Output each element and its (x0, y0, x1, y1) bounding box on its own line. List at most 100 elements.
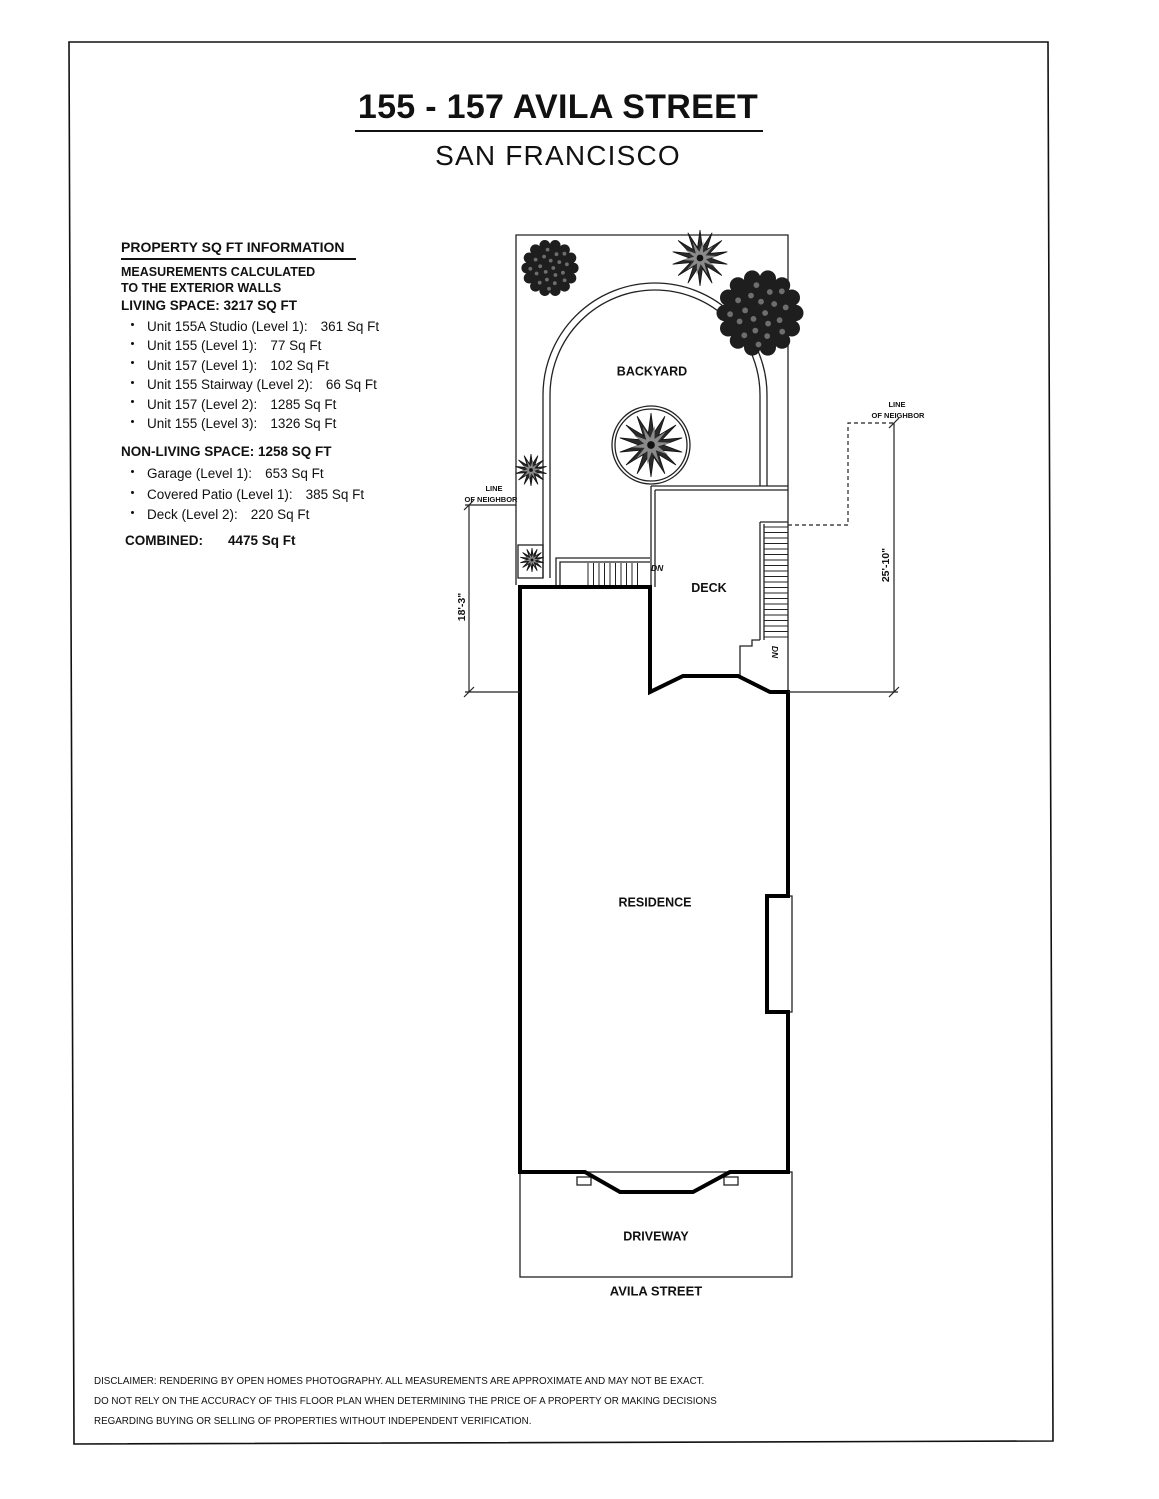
item-label: Unit 155 (Level 3): (147, 415, 258, 431)
tree-texture (543, 270, 548, 274)
item-value: 1285 Sq Ft (270, 396, 337, 412)
item-label: Deck (Level 2): (147, 507, 238, 522)
tree-texture (764, 333, 771, 339)
tree-texture (548, 258, 553, 263)
tree-texture (528, 266, 533, 271)
living-space-list: Unit 155A Studio (Level 1): 361 Sq Ft Uni… (131, 317, 379, 433)
combined-label: COMBINED: (125, 533, 203, 548)
tree-texture (778, 288, 785, 295)
tree-texture (750, 316, 757, 322)
bullet-icon (131, 419, 134, 423)
tree-texture (537, 280, 542, 285)
page-frame (68, 41, 1054, 1445)
tree-texture (565, 262, 569, 267)
tree-canopy (525, 243, 575, 293)
item-label: Unit 157 (Level 2): (147, 396, 258, 412)
stair-down-label-right: DN (770, 646, 780, 659)
tree-texture (562, 251, 567, 256)
residence-label: RESIDENCE (619, 896, 692, 910)
item-label: Unit 155 (Level 1): (147, 338, 258, 354)
neighbor-label-left-line1: LINE (485, 484, 502, 493)
disclaimer-line: REGARDING BUYING OR SELLING OF PROPERTIE… (94, 1416, 532, 1427)
item-value: 220 Sq Ft (250, 507, 310, 522)
item-value: 77 Sq Ft (270, 338, 322, 354)
item-value: 66 Sq Ft (325, 377, 377, 393)
page-title: 155 - 157 AVILA STREET (357, 88, 759, 126)
lot-boundary (515, 234, 789, 692)
measurement-note-line2: TO THE EXTERIOR WALLS (121, 281, 282, 295)
palm-center (647, 441, 655, 449)
palm-center (696, 254, 704, 262)
neighbor-label-right-line1: LINE (888, 400, 905, 409)
neighbor-label-left-line2: OF NEIGHBOR (465, 495, 519, 504)
tree-texture (533, 257, 538, 262)
tree-texture (554, 252, 559, 257)
combined-value: 4475 Sq Ft (228, 533, 296, 548)
list-item: Unit 155 Stairway (Level 2):66 Sq Ft (131, 375, 379, 394)
tree-texture (561, 270, 565, 275)
bullet-icon (131, 361, 134, 365)
item-value: 102 Sq Ft (270, 357, 329, 373)
tree-texture (557, 260, 562, 264)
palm-ring-outer (611, 405, 691, 485)
right-stair-outline (739, 521, 788, 676)
info-heading: PROPERTY SQ FT INFORMATION (121, 239, 345, 255)
tree-texture (545, 277, 549, 282)
palm-tree-icon (515, 453, 547, 487)
planter-left (576, 1176, 592, 1186)
list-item: Unit 155A Studio (Level 1): 361 Sq Ft (131, 317, 379, 336)
measurement-note-line1: MEASUREMENTS CALCULATED (121, 265, 316, 279)
tree-texture (771, 301, 778, 307)
palm-tree-icon (672, 229, 728, 287)
tree-texture (765, 320, 771, 327)
backyard-label: BACKYARD (617, 365, 687, 379)
bullet-icon (131, 322, 134, 326)
tree-texture (553, 273, 558, 277)
palm-center (529, 468, 533, 472)
bullet-icon (131, 400, 134, 404)
item-value: 385 Sq Ft (305, 486, 365, 502)
dimension-label-right: 25'-10" (880, 548, 892, 582)
tree-texture (752, 327, 759, 334)
item-label: Unit 157 (Level 1): (147, 357, 258, 373)
non-living-space-heading: NON-LIVING SPACE: 1258 SQ FT (121, 444, 332, 459)
item-value: 361 Sq Ft (320, 319, 380, 334)
bullet-icon (131, 490, 134, 494)
tree-texture (736, 318, 743, 325)
tree-texture (776, 317, 783, 324)
disclaimer: DISCLAIMER: RENDERING BY OPEN HOMES PHOT… (94, 1372, 717, 1432)
bullet-icon (131, 511, 134, 515)
dimension-label-left: 18'-3" (456, 593, 468, 622)
item-label: Covered Patio (Level 1): (147, 486, 293, 502)
item-label: Unit 155A Studio (Level 1): (147, 319, 308, 334)
tree-texture (538, 264, 543, 269)
tree-texture (551, 266, 556, 270)
info-heading-underline (121, 258, 356, 260)
item-label: Garage (Level 1): (147, 466, 253, 481)
page-subtitle: SAN FRANCISCO (435, 140, 681, 171)
tree-canopy (723, 276, 797, 350)
deck-railing (650, 485, 788, 587)
tree-texture (748, 292, 754, 299)
driveway-outline (519, 1171, 793, 1278)
stair-down-label-left: DN (651, 563, 664, 573)
planter-right (723, 1176, 739, 1186)
palm-tree-icon (520, 547, 544, 573)
tree-texture (766, 289, 773, 295)
non-living-space-list: Garage (Level 1): 653 Sq Ft Covered Patio… (131, 464, 364, 526)
tree-icon (716, 270, 804, 356)
residence-outline (518, 585, 790, 1194)
bullet-icon (131, 470, 134, 474)
item-value: 653 Sq Ft (265, 466, 324, 481)
list-item: Deck (Level 2): 220 Sq Ft (131, 505, 364, 526)
tree-texture (782, 304, 789, 311)
neighbor-line-right (788, 422, 894, 526)
palm-ring-inner (614, 408, 688, 482)
stair-treads (587, 526, 788, 638)
list-item: Covered Patio (Level 1): 385 Sq Ft (131, 485, 364, 506)
tree-texture (545, 247, 550, 252)
list-item: Garage (Level 1): 653 Sq Ft (131, 464, 364, 485)
tree-texture (779, 328, 786, 335)
tree-texture (552, 281, 557, 286)
